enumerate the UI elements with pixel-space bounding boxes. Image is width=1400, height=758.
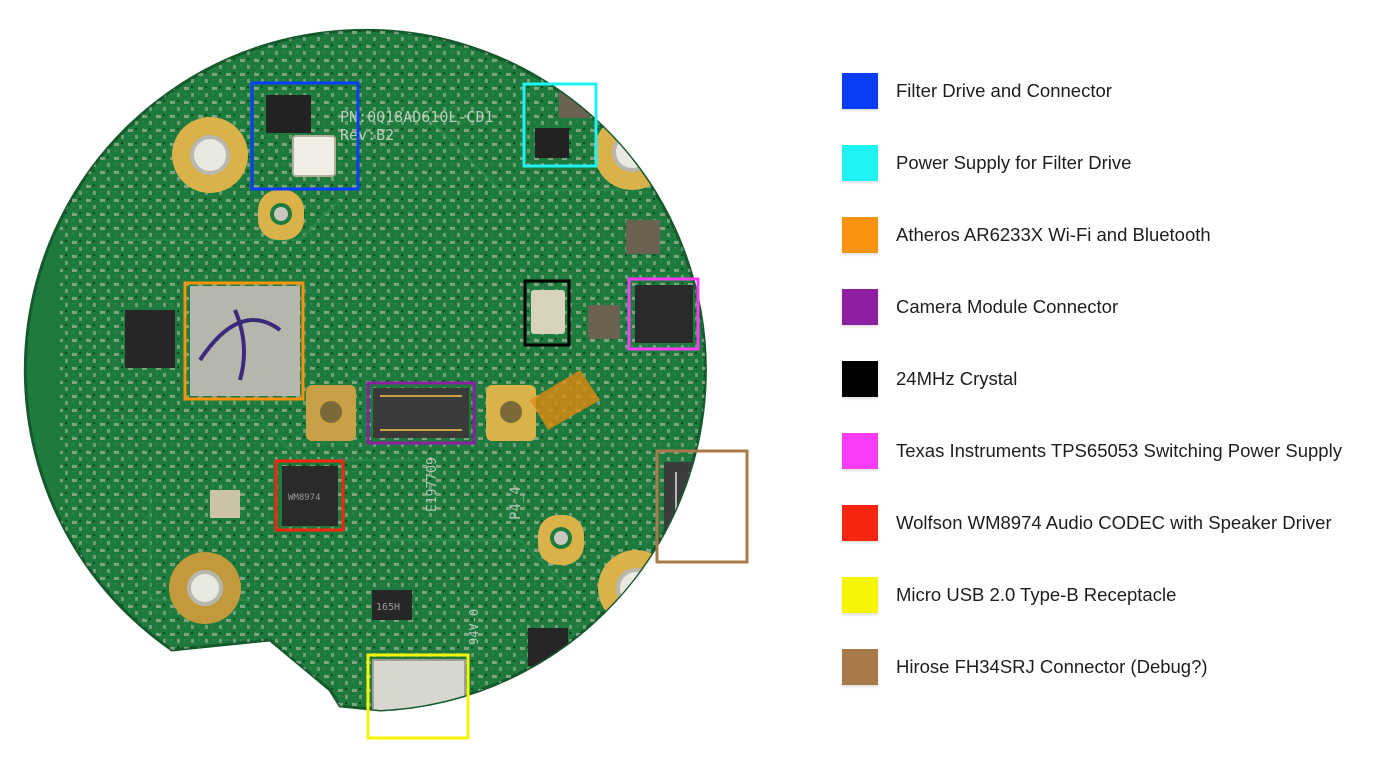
legend-label: Filter Drive and Connector — [896, 80, 1112, 101]
legend-label: Wolfson WM8974 Audio CODEC with Speaker … — [896, 512, 1332, 533]
box-camera-connector — [366, 381, 476, 445]
flex-cable — [530, 370, 600, 430]
usb-receptacle — [372, 659, 466, 710]
box-power-supply-filter — [522, 82, 598, 168]
legend-label: Camera Module Connector — [896, 296, 1119, 317]
legend-label: Texas Instruments TPS65053 Switching Pow… — [896, 440, 1342, 461]
legend-swatch — [842, 361, 878, 397]
box-filter-drive — [250, 81, 360, 191]
pcb-marking-94v0: 94V-0 — [467, 609, 481, 645]
legend-item: Filter Drive and Connector — [842, 72, 1392, 110]
box-atheros-wifi — [183, 281, 305, 401]
inductor-e2 — [710, 268, 744, 302]
audio-codec-chip — [282, 466, 338, 526]
pcb-marking-p4: P4_4 — [508, 486, 524, 520]
crystal — [531, 290, 565, 334]
chip-165h — [372, 590, 412, 620]
gold-pad-left — [306, 385, 356, 441]
power-chip — [535, 128, 569, 158]
side-chip — [125, 310, 175, 368]
legend-swatch — [842, 505, 878, 541]
legend-swatch — [842, 217, 878, 253]
mounting-hole — [172, 117, 248, 193]
legend-item: Power Supply for Filter Drive — [842, 144, 1392, 182]
inductor-e4 — [710, 360, 742, 392]
legend-label: Power Supply for Filter Drive — [896, 152, 1132, 173]
legend-swatch — [842, 649, 878, 685]
mounting-hole — [169, 552, 241, 624]
filter-drive-chip — [266, 95, 311, 133]
legend-swatch — [842, 433, 878, 469]
gold-pad-right — [486, 385, 536, 441]
gold-tab — [538, 515, 584, 565]
inductor-e3 — [588, 305, 620, 339]
tan-cap — [680, 192, 706, 210]
box-hirose-debug — [655, 449, 749, 564]
legend-label: Micro USB 2.0 Type-B Receptacle — [896, 584, 1177, 605]
legend-swatch — [842, 145, 878, 181]
legend-label: Atheros AR6233X Wi-Fi and Bluetooth — [896, 224, 1211, 245]
box-wm8974 — [274, 459, 345, 532]
legend-item: Hirose FH34SRJ Connector (Debug?) — [842, 648, 1392, 686]
legend-swatch — [842, 577, 878, 613]
gold-tab — [258, 190, 304, 240]
pcb-board-photo: PN:0Q18AD610L-CD1 Rev:B2 P4_4 E197709 94… — [23, 28, 749, 740]
inductor-e1 — [626, 220, 660, 254]
pcb-rev: Rev:B2 — [340, 126, 394, 144]
mounting-hole — [594, 114, 670, 190]
legend-swatch — [842, 73, 878, 109]
legend-swatch — [842, 289, 878, 325]
legend-item: Atheros AR6233X Wi-Fi and Bluetooth — [842, 216, 1392, 254]
pcb-marking-e197709: E197709 — [425, 457, 440, 512]
legend-label: 24MHz Crystal — [896, 368, 1018, 389]
box-crystal — [523, 279, 571, 347]
wifi-marker — [198, 309, 282, 381]
chip-165h-mark: 165H — [376, 602, 400, 613]
box-micro-usb — [366, 653, 470, 740]
legend-label: Hirose FH34SRJ Connector (Debug?) — [896, 656, 1208, 677]
small-chip — [528, 628, 568, 666]
legend-item: Texas Instruments TPS65053 Switching Pow… — [842, 432, 1392, 470]
tps-chip — [635, 285, 693, 343]
pcb-part-number: PN:0Q18AD610L-CD1 — [340, 108, 494, 126]
box-tps65053 — [627, 277, 700, 351]
codec-chip-mark: WM8974 — [288, 493, 321, 503]
filter-connector — [292, 135, 336, 177]
legend-item: Wolfson WM8974 Audio CODEC with Speaker … — [842, 504, 1392, 542]
legend-item: 24MHz Crystal — [842, 360, 1392, 398]
side-cap — [210, 490, 240, 518]
legend-item: Camera Module Connector — [842, 288, 1392, 326]
legend-item: Micro USB 2.0 Type-B Receptacle — [842, 576, 1392, 614]
